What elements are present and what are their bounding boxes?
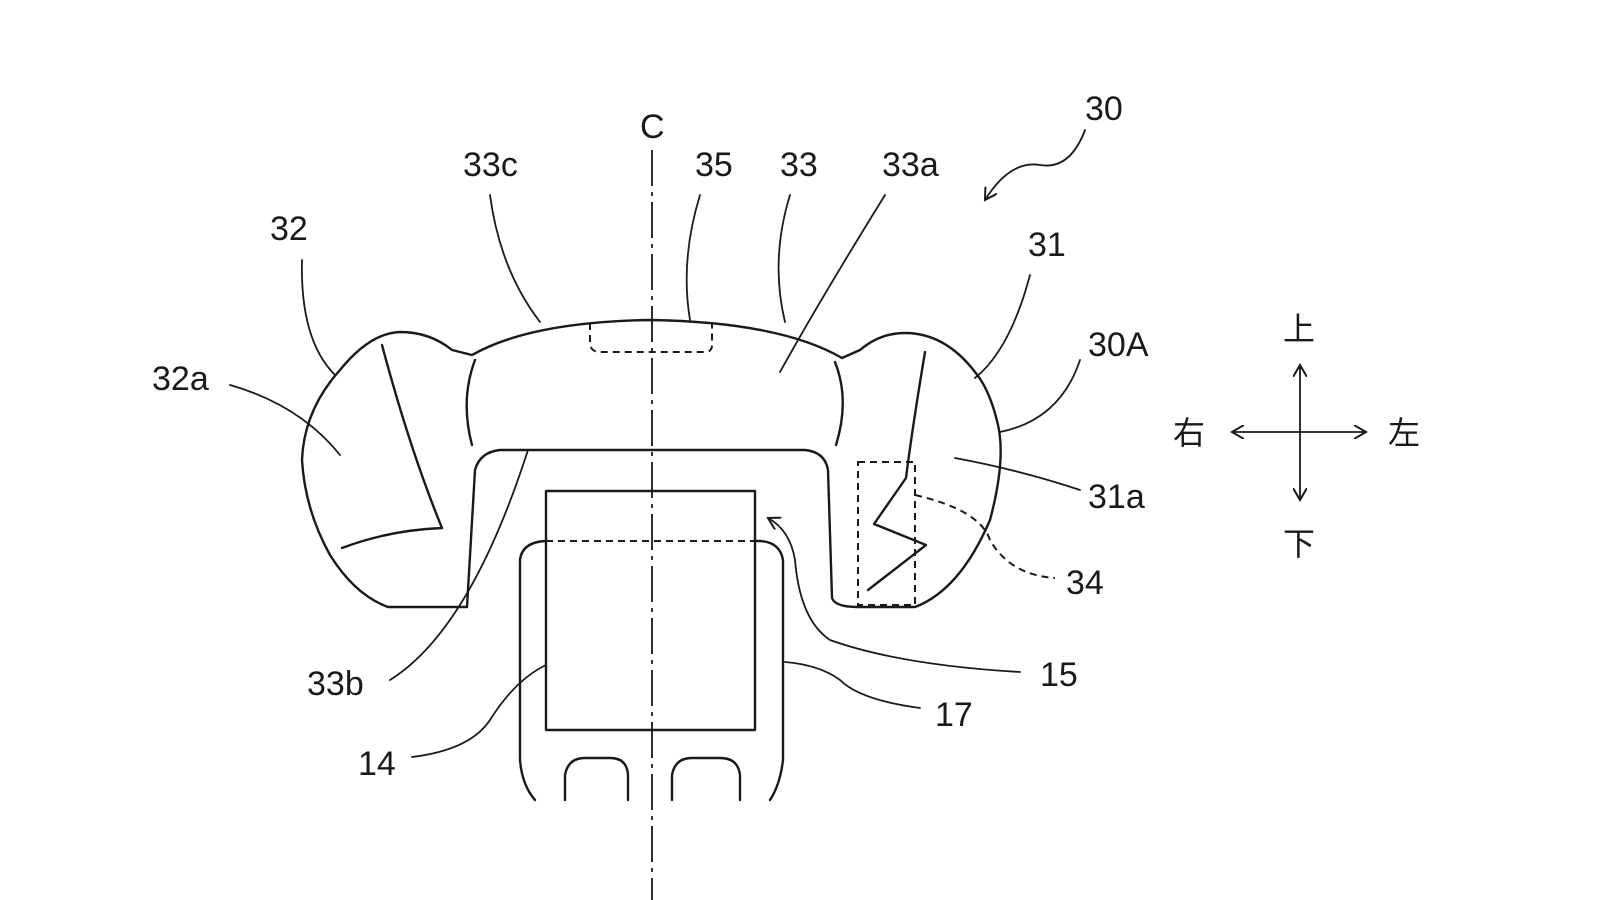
label-31: 31 [1028,226,1066,264]
label-32a: 32a [152,360,209,398]
airbag-body-outline [300,318,1002,609]
frame-17-right [753,539,785,802]
direction-compass: 上 下 右 左 [1173,310,1420,563]
label-35: 35 [695,146,733,184]
vent-region-34 [857,461,916,606]
leader-31a [954,457,1081,491]
leader-32 [301,259,336,376]
label-32: 32 [270,210,308,248]
label-30A: 30A [1088,326,1149,364]
direction-left: 左 [1388,414,1420,452]
leader-33b [389,449,529,681]
center-right-boundary [833,360,844,447]
frame-slot-left [563,756,630,802]
label-31a: 31a [1088,478,1145,516]
leader-32a [229,384,341,456]
label-30: 30 [1085,90,1123,128]
leader-17 [784,661,921,709]
leader-33c [489,194,541,323]
arrow-15 [768,518,1021,673]
frame-17-left [518,539,548,802]
label-14: 14 [358,745,396,783]
component-14 [544,489,757,732]
direction-right: 右 [1173,414,1205,452]
center-left-boundary [465,358,477,447]
leader-14 [411,664,547,758]
label-34: 34 [1066,564,1104,602]
direction-up: 上 [1283,310,1315,348]
label-33: 33 [780,146,818,184]
marker-35 [589,323,713,353]
label-17: 17 [935,696,973,734]
leader-33a [779,194,886,373]
direction-down: 下 [1283,525,1315,563]
label-33a: 33a [882,146,939,184]
right-wing-fold [340,343,444,550]
leader-34 [914,494,1056,579]
label-15: 15 [1040,656,1078,694]
assembly-arrow [985,129,1086,200]
label-33b: 33b [307,665,364,703]
label-33c: 33c [463,146,518,184]
leader-35 [685,194,701,321]
leader-30A [999,359,1081,433]
left-wing-fold [866,350,928,592]
leader-31 [974,274,1031,379]
frame-slot-right [670,756,742,802]
label-C: C [640,108,665,146]
leader-33 [777,194,791,323]
